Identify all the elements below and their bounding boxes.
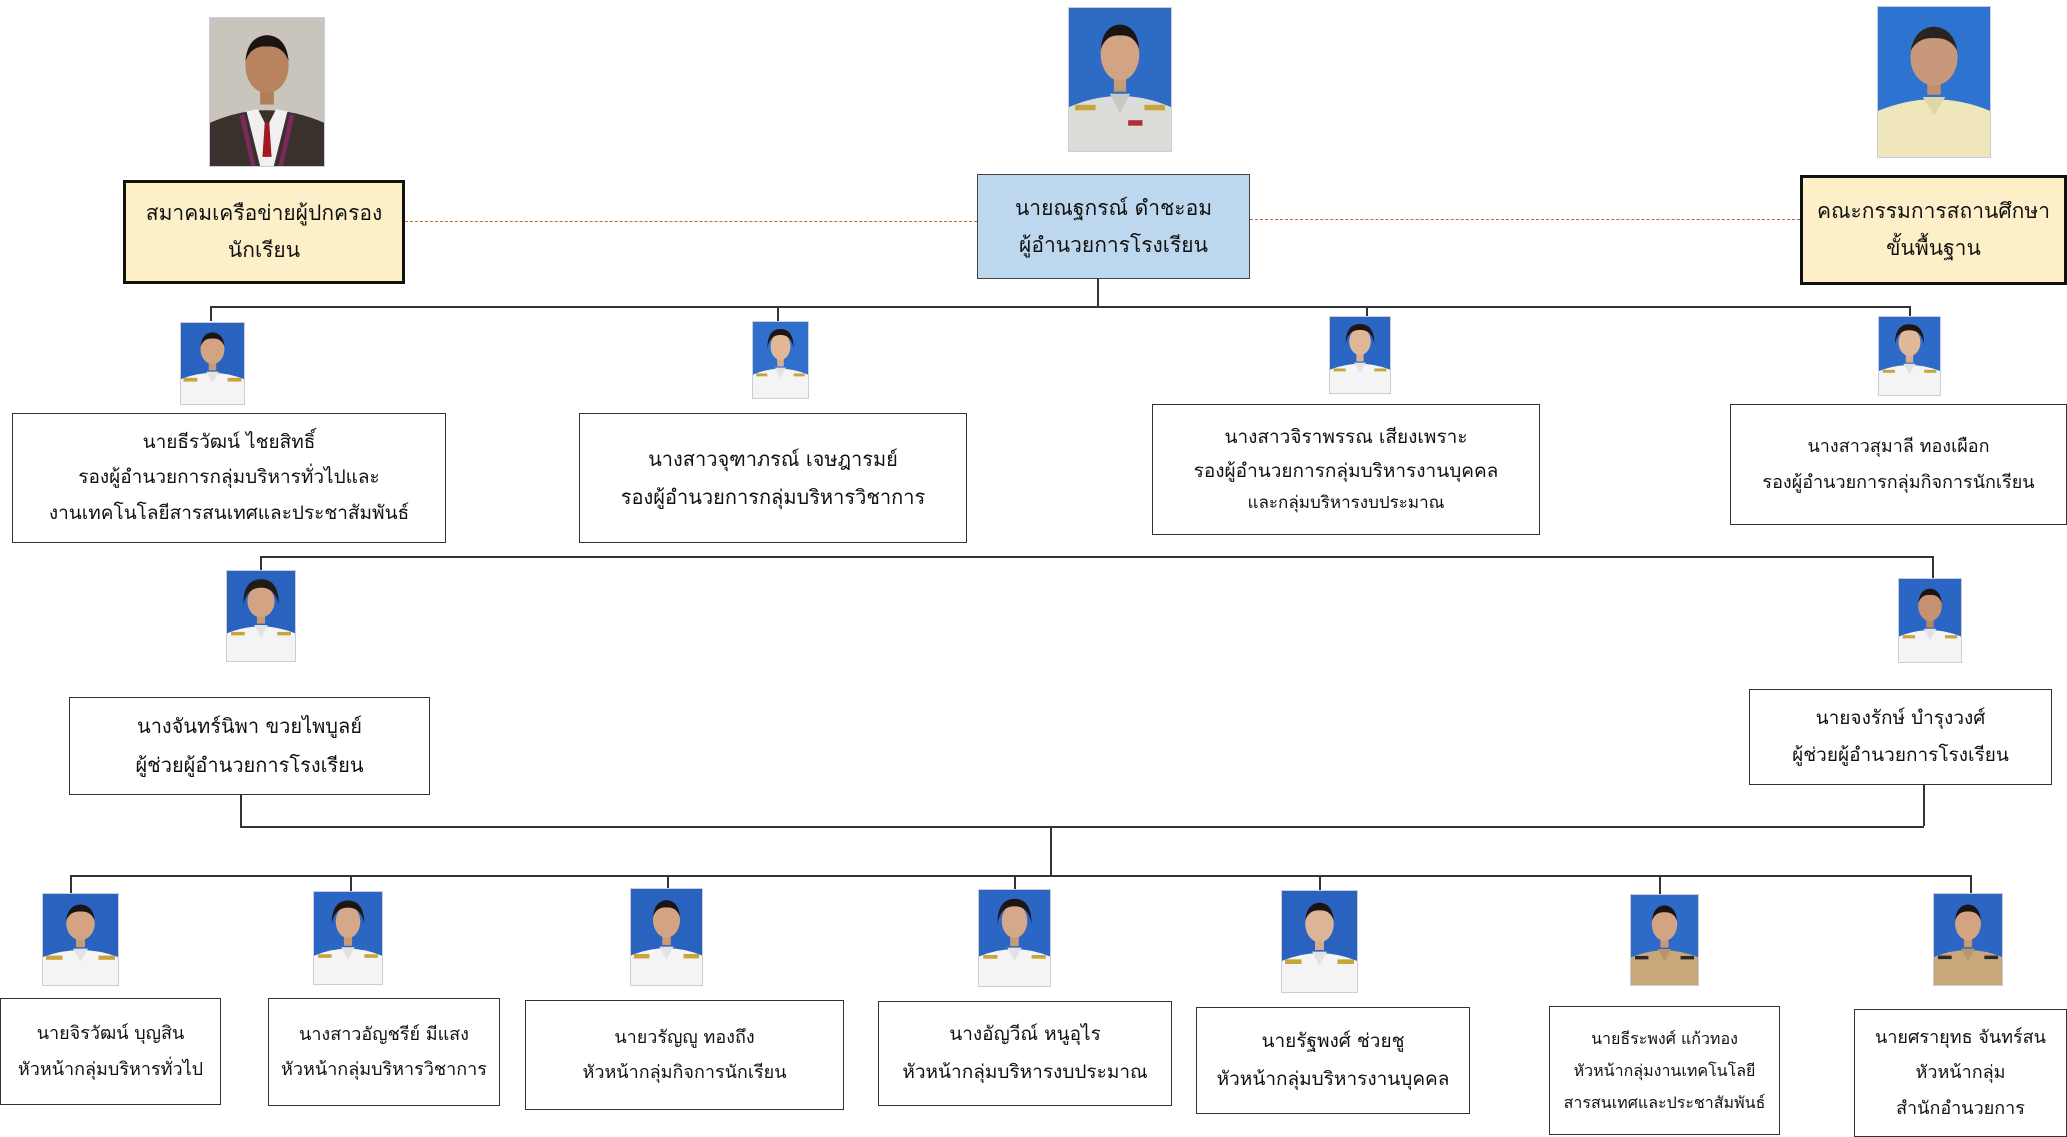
committee-chair-photo [1877, 6, 1991, 158]
connector [1932, 556, 1934, 578]
deputy-3-title-cont: และกลุ่มบริหารงบประมาณ [1247, 493, 1445, 514]
connector [240, 826, 1924, 828]
deputy-4-name: นางสาวสุมาลี ทองเผือก [1807, 436, 1990, 458]
deputy-3-name: นางสาวจิราพรรณ เสียงเพราะ [1224, 426, 1468, 449]
head-3-photo [630, 888, 703, 986]
head-1-title: หัวหน้ากลุ่มบริหารทั่วไป [17, 1058, 204, 1080]
head-1-photo [42, 893, 119, 986]
head-2-photo [313, 891, 383, 985]
deputy-3-box: นางสาวจิราพรรณ เสียงเพราะ รองผู้อำนวยการ… [1152, 404, 1540, 535]
connector [667, 875, 669, 888]
connector [1014, 875, 1016, 889]
assistant-1-photo [226, 570, 296, 662]
connector [1923, 785, 1925, 826]
head-2-title: หัวหน้ากลุ่มบริหารวิชาการ [281, 1059, 487, 1080]
deputy-3-title: รองผู้อำนวยการกลุ่มบริหารงานบุคคล [1193, 460, 1499, 483]
head-7-name: นายศรายุทธ จันทร์สน [1875, 1027, 2046, 1049]
school-committee-box: คณะกรรมการสถานศึกษา ขั้นพื้นฐาน [1800, 175, 2067, 285]
assistant-1-name: นางจันทร์นิพา ขวยไพบูลย์ [137, 714, 362, 738]
head-2-name: นางสาวอัญชรีย์ มีแสง [299, 1023, 469, 1045]
assistant-2-title: ผู้ช่วยผู้อำนวยการโรงเรียน [1792, 744, 2009, 766]
assistant-2-name: นายจงรักษ์ บำรุงวงศ์ [1815, 706, 1986, 729]
assistant-1-box: นางจันทร์นิพา ขวยไพบูลย์ ผู้ช่วยผู้อำนวย… [69, 697, 430, 795]
deputy-1-box: นายธีรวัฒน์ ไชยสิทธิ์ รองผู้อำนวยการกลุ่… [12, 413, 446, 543]
assistant-2-box: นายจงรักษ์ บำรุงวงศ์ ผู้ช่วยผู้อำนวยการโ… [1749, 689, 2052, 785]
head-4-title: หัวหน้ากลุ่มบริหารงบประมาณ [902, 1060, 1148, 1083]
connector [1097, 279, 1099, 306]
connector [1366, 306, 1368, 316]
deputy-1-title-cont: งานเทคโนโลยีสารสนเทศและประชาสัมพันธ์ [48, 501, 410, 524]
connector [1319, 875, 1321, 890]
assistant-2-photo [1898, 578, 1962, 663]
deputy-4-photo [1878, 316, 1941, 396]
connector [260, 556, 262, 570]
connector [210, 306, 212, 321]
connector [260, 556, 1933, 558]
director-title: ผู้อำนวยการโรงเรียน [1019, 232, 1208, 257]
connector [350, 875, 352, 891]
parent-network-association-box: สมาคมเครือข่ายผู้ปกครอง นักเรียน [123, 180, 405, 284]
head-2-box: นางสาวอัญชรีย์ มีแสง หัวหน้ากลุ่มบริหารว… [268, 998, 500, 1106]
connector [240, 795, 242, 826]
deputy-2-box: นางสาวจุฑาภรณ์ เจษฎารมย์ รองผู้อำนวยการก… [579, 413, 967, 543]
head-6-title-cont: สารสนเทศและประชาสัมพันธ์ [1563, 1092, 1766, 1112]
deputy-2-name: นางสาวจุฑาภรณ์ เจษฎารมย์ [648, 447, 898, 471]
dashed-link-association [405, 221, 977, 222]
deputy-1-name: นายธีรวัฒน์ ไชยสิทธิ์ [142, 431, 316, 454]
head-1-box: นายจิรวัฒน์ บุญสิน หัวหน้ากลุ่มบริหารทั่… [0, 998, 221, 1105]
connector [70, 875, 72, 893]
head-5-name: นายรัฐพงศ์ ช่วยชู [1261, 1030, 1405, 1053]
head-5-photo [1281, 890, 1358, 993]
head-3-title: หัวหน้ากลุ่มกิจการนักเรียน [582, 1062, 787, 1083]
connector [1909, 306, 1911, 316]
head-7-photo [1933, 893, 2003, 986]
association-president-photo [209, 17, 325, 167]
deputy-3-photo [1329, 316, 1391, 394]
head-6-photo [1630, 894, 1699, 986]
director-photo [1068, 7, 1172, 152]
committee-line1: คณะกรรมการสถานศึกษา [1816, 199, 2051, 224]
deputy-4-box: นางสาวสุมาลี ทองเผือก รองผู้อำนวยการกลุ่… [1730, 404, 2067, 525]
director-box: นายณฐกรณ์ ดำชะอม ผู้อำนวยการโรงเรียน [977, 174, 1250, 279]
head-7-title-cont: สำนักอำนวยการ [1896, 1097, 2025, 1119]
head-5-box: นายรัฐพงศ์ ช่วยชู หัวหน้ากลุ่มบริหารงานบ… [1196, 1007, 1470, 1114]
dashed-link-committee [1250, 219, 1800, 220]
connector [70, 875, 1970, 877]
connector [1970, 875, 1972, 894]
deputy-2-photo [752, 321, 809, 399]
deputy-1-photo [180, 322, 245, 405]
head-6-box: นายธีระพงศ์ แก้วทอง หัวหน้ากลุ่มงานเทคโน… [1549, 1006, 1780, 1135]
connector [1659, 875, 1661, 894]
head-1-name: นายจิรวัฒน์ บุญสิน [36, 1023, 185, 1045]
head-4-photo [978, 889, 1051, 987]
head-4-box: นางอัญวีณ์ หนูอุไร หัวหน้ากลุ่มบริหารงบป… [878, 1001, 1172, 1106]
head-3-name: นายวรัญญู ทองถึง [614, 1026, 755, 1048]
deputy-1-title: รองผู้อำนวยการกลุ่มบริหารทั่วไปและ [78, 466, 380, 489]
head-4-name: นางอัญวีณ์ หนูอุไร [949, 1023, 1101, 1046]
deputy-4-title: รองผู้อำนวยการกลุ่มกิจการนักเรียน [1762, 471, 2035, 493]
committee-line2: ขั้นพื้นฐาน [1886, 236, 1981, 260]
head-7-title: หัวหน้ากลุ่ม [1915, 1062, 2006, 1084]
assistant-1-title: ผู้ช่วยผู้อำนวยการโรงเรียน [135, 753, 364, 777]
connector [777, 306, 779, 321]
association-line2: นักเรียน [227, 238, 301, 262]
head-3-box: นายวรัญญู ทองถึง หัวหน้ากลุ่มกิจการนักเร… [525, 1000, 844, 1110]
head-5-title: หัวหน้ากลุ่มบริหารงานบุคคล [1216, 1067, 1450, 1090]
head-6-name: นายธีระพงศ์ แก้วทอง [1591, 1028, 1738, 1048]
head-6-title: หัวหน้ากลุ่มงานเทคโนโลยี [1573, 1060, 1756, 1080]
director-name: นายณฐกรณ์ ดำชะอม [1014, 195, 1213, 220]
connector [1050, 826, 1052, 876]
head-7-box: นายศรายุทธ จันทร์สน หัวหน้ากลุ่ม สำนักอำ… [1854, 1009, 2067, 1137]
deputy-2-title: รองผู้อำนวยการกลุ่มบริหารวิชาการ [620, 485, 926, 509]
connector [210, 306, 1910, 308]
association-line1: สมาคมเครือข่ายผู้ปกครอง [145, 201, 383, 226]
